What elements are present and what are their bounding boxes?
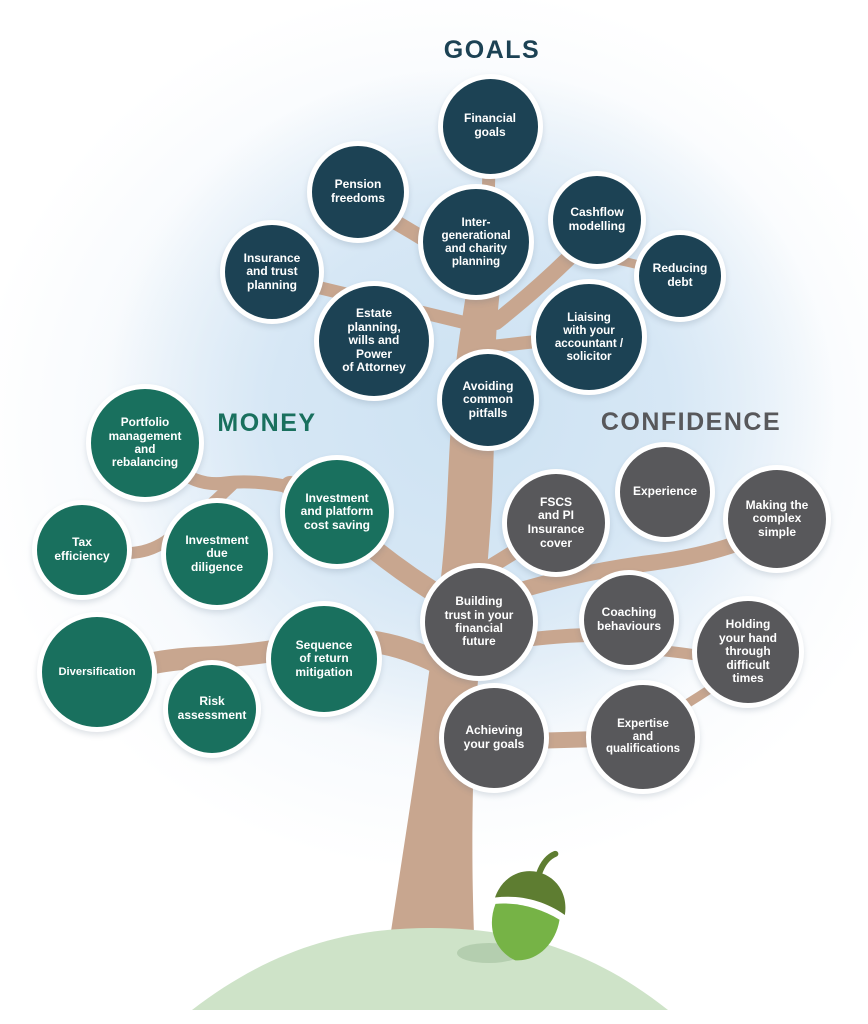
node-estate-planning-wills-poa: Estate planning, wills and Power of Atto… xyxy=(314,281,434,401)
node-label: Financial goals xyxy=(463,111,516,139)
node-investment-platform-cost-saving: Investment and platform cost saving xyxy=(280,455,394,569)
node-label: Avoiding common pitfalls xyxy=(462,378,514,420)
tree-branch-cashflow xyxy=(488,245,582,330)
node-label: Diversification xyxy=(58,665,136,678)
node-label: Building trust in your financial future xyxy=(444,594,514,649)
node-label: Holding your hand through difficult time… xyxy=(718,617,777,686)
node-label: Pension freedoms xyxy=(330,177,386,205)
node-financial-goals: Financial goals xyxy=(437,73,543,179)
node-investment-due-diligence: Investment due diligence xyxy=(161,498,273,610)
hill xyxy=(192,928,668,1010)
acorn-cap-gap xyxy=(489,897,570,922)
node-risk-assessment: Risk assessment xyxy=(163,660,261,758)
node-portfolio-management-rebalancing: Portfolio management and rebalancing xyxy=(86,384,204,502)
node-label: Reducing debt xyxy=(652,261,708,289)
node-label: Investment due diligence xyxy=(185,532,249,574)
node-label: Insurance and trust planning xyxy=(243,250,301,292)
node-label: Cashflow modelling xyxy=(568,205,626,233)
node-tax-efficiency: Tax efficiency xyxy=(32,500,132,600)
node-building-trust-financial-future: Building trust in your financial future xyxy=(420,563,538,681)
node-label: Tax efficiency xyxy=(54,535,110,563)
node-label: Investment and platform cost saving xyxy=(300,490,374,532)
node-achieving-your-goals: Achieving your goals xyxy=(439,683,549,793)
node-sequence-return-mitigation: Sequence of return mitigation xyxy=(266,601,382,717)
node-fscs-pi-insurance-cover: FSCS and PI Insurance cover xyxy=(502,469,610,577)
node-label: FSCS and PI Insurance cover xyxy=(527,494,585,550)
node-avoiding-common-pitfalls: Avoiding common pitfalls xyxy=(437,349,539,451)
node-experience: Experience xyxy=(615,442,715,542)
section-title-goals: GOALS xyxy=(443,36,541,64)
acorn-body xyxy=(492,903,560,961)
node-label: Sequence of return mitigation xyxy=(295,637,353,679)
node-pension-freedoms: Pension freedoms xyxy=(307,141,409,243)
node-intergenerational-charity-planning: Inter- generational and charity planning xyxy=(418,184,534,300)
node-label: Expertise and qualifications xyxy=(605,717,681,756)
node-liaising-accountant-solicitor: Liaising with your accountant / solicito… xyxy=(531,279,647,395)
node-cashflow-modelling: Cashflow modelling xyxy=(548,171,646,269)
node-holding-hand-difficult-times: Holding your hand through difficult time… xyxy=(692,596,804,708)
node-diversification: Diversification xyxy=(37,612,157,732)
node-expertise-qualifications: Expertise and qualifications xyxy=(586,680,700,794)
node-label: Experience xyxy=(632,484,698,499)
node-coaching-behaviours: Coaching behaviours xyxy=(579,570,679,670)
node-label: Portfolio management and rebalancing xyxy=(108,415,182,470)
node-insurance-trust-planning: Insurance and trust planning xyxy=(220,220,324,324)
node-label: Coaching behaviours xyxy=(596,605,662,633)
node-label: Inter- generational and charity planning xyxy=(441,215,511,269)
node-label: Achieving your goals xyxy=(463,723,525,751)
section-title-money: MONEY xyxy=(217,409,317,437)
acorn-stem xyxy=(536,850,559,877)
acorn xyxy=(489,850,570,961)
node-label: Estate planning, wills and Power of Atto… xyxy=(342,306,406,375)
node-making-complex-simple: Making the complex simple xyxy=(723,465,831,573)
node-label: Making the complex simple xyxy=(745,497,809,539)
section-title-confidence: CONFIDENCE xyxy=(600,408,782,436)
node-reducing-debt: Reducing debt xyxy=(634,230,726,322)
node-label: Liaising with your accountant / solicito… xyxy=(554,310,624,364)
acorn-cap xyxy=(495,871,566,915)
node-label: Risk assessment xyxy=(177,694,247,722)
